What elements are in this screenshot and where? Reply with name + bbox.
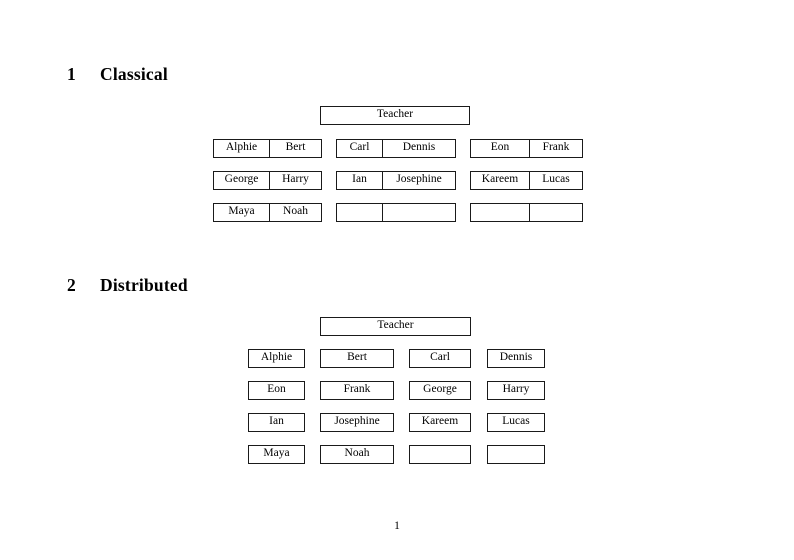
- node-box[interactable]: Eon: [248, 381, 305, 400]
- section-heading-classical: 1 Classical: [67, 64, 168, 85]
- section-title: Classical: [100, 64, 168, 84]
- node-box[interactable]: Dennis: [487, 349, 545, 368]
- teacher-box-distributed[interactable]: Teacher: [320, 317, 471, 336]
- node-group: [336, 203, 456, 222]
- section-title: Distributed: [100, 275, 188, 295]
- node-box[interactable]: Bert: [320, 349, 394, 368]
- node-cell[interactable]: Lucas: [529, 172, 582, 189]
- node-box[interactable]: Harry: [487, 381, 545, 400]
- node-cell[interactable]: Ian: [352, 173, 367, 186]
- node-box[interactable]: Maya: [248, 445, 305, 464]
- teacher-box-classical[interactable]: Teacher: [320, 106, 470, 125]
- section-number: 2: [67, 275, 76, 295]
- node-box[interactable]: Frank: [320, 381, 394, 400]
- node-group: Eon Frank: [470, 139, 583, 158]
- node-cell[interactable]: Noah: [269, 204, 321, 221]
- node-box[interactable]: Josephine: [320, 413, 394, 432]
- node-group: Carl Dennis: [336, 139, 456, 158]
- node-box[interactable]: Kareem: [409, 413, 471, 432]
- node-box[interactable]: George: [409, 381, 471, 400]
- node-box[interactable]: Lucas: [487, 413, 545, 432]
- node-cell[interactable]: Carl: [349, 141, 370, 154]
- node-cell-empty[interactable]: [382, 204, 455, 221]
- node-box[interactable]: Alphie: [248, 349, 305, 368]
- node-box[interactable]: Ian: [248, 413, 305, 432]
- node-cell[interactable]: Frank: [529, 140, 582, 157]
- node-cell[interactable]: Dennis: [382, 140, 455, 157]
- node-group: George Harry: [213, 171, 322, 190]
- node-box-empty[interactable]: [487, 445, 545, 464]
- node-cell[interactable]: Bert: [269, 140, 321, 157]
- section-number: 1: [67, 64, 76, 84]
- node-group: Maya Noah: [213, 203, 322, 222]
- node-cell-empty[interactable]: [337, 204, 382, 221]
- page-number: 1: [394, 520, 400, 532]
- node-box[interactable]: Noah: [320, 445, 394, 464]
- node-cell[interactable]: Alphie: [225, 141, 258, 154]
- node-group: Ian Josephine: [336, 171, 456, 190]
- node-cell[interactable]: Josephine: [382, 172, 455, 189]
- node-cell[interactable]: George: [224, 173, 259, 186]
- node-group: Alphie Bert: [213, 139, 322, 158]
- node-cell[interactable]: Eon: [490, 141, 510, 154]
- node-cell[interactable]: Kareem: [481, 173, 519, 186]
- section-heading-distributed: 2 Distributed: [67, 275, 188, 296]
- node-group: Kareem Lucas: [470, 171, 583, 190]
- node-group: [470, 203, 583, 222]
- node-cell-empty[interactable]: [529, 204, 582, 221]
- node-cell-empty[interactable]: [471, 204, 529, 221]
- node-box[interactable]: Carl: [409, 349, 471, 368]
- node-cell[interactable]: Maya: [228, 205, 255, 218]
- node-cell[interactable]: Harry: [269, 172, 321, 189]
- node-box-empty[interactable]: [409, 445, 471, 464]
